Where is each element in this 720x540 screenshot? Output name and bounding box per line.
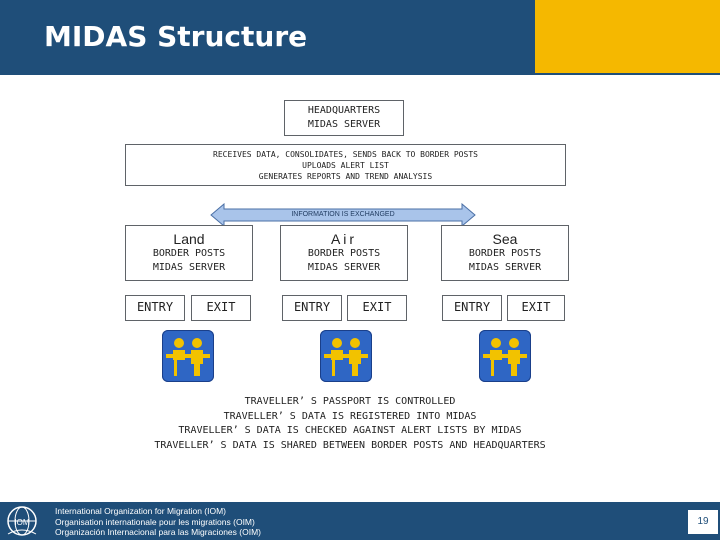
header-rule [0, 73, 720, 75]
post-line: MIDAS SERVER [152, 262, 226, 273]
air-exit-box: EXIT [347, 295, 407, 321]
air-entry-box: ENTRY [282, 295, 342, 321]
land-post-box: Land BORDER POSTS MIDAS SERVER [125, 225, 253, 281]
svg-text:IOM: IOM [14, 518, 29, 527]
footer-bar [0, 502, 720, 540]
exchange-arrow [210, 203, 476, 227]
hq-function-line: RECEIVES DATA, CONSOLIDATES, SENDS BACK … [213, 150, 478, 159]
sea-post-box: Sea BORDER POSTS MIDAS SERVER [441, 225, 569, 281]
border-officer-icon [479, 330, 531, 382]
traveller-step: TRAVELLER’ S DATA IS REGISTERED INTO MID… [223, 410, 477, 422]
headquarters-box: HEADQUARTERS MIDAS SERVER [284, 100, 404, 136]
hq-function-line: GENERATES REPORTS AND TREND ANALYSIS [258, 172, 433, 181]
traveller-step: TRAVELLER’ S DATA IS SHARED BETWEEN BORD… [154, 439, 546, 451]
post-name: Air [330, 231, 358, 247]
post-line: MIDAS SERVER [307, 262, 381, 273]
page-number: 19 [688, 510, 718, 534]
traveller-steps: TRAVELLER’ S PASSPORT IS CONTROLLED TRAV… [100, 395, 600, 453]
post-line: BORDER POSTS [468, 248, 542, 259]
sea-exit-box: EXIT [507, 295, 565, 321]
air-post-box: Air BORDER POSTS MIDAS SERVER [280, 225, 408, 281]
org-name-line: International Organization for Migration… [55, 506, 227, 516]
post-name: Sea [492, 231, 518, 247]
header-bar [0, 0, 535, 73]
hq-line: MIDAS SERVER [307, 119, 381, 130]
org-name-line: Organisation internationale pour les mig… [55, 516, 255, 527]
post-line: BORDER POSTS [307, 248, 381, 259]
border-officer-icon [320, 330, 372, 382]
header-accent [535, 0, 720, 73]
iom-logo: IOM [7, 506, 37, 536]
post-line: BORDER POSTS [152, 248, 226, 259]
exchange-label: INFORMATION IS EXCHANGED [291, 211, 395, 218]
hq-line: HEADQUARTERS [307, 105, 381, 116]
hq-function-line: UPLOADS ALERT LIST [302, 161, 389, 170]
slide-title: MIDAS Structure [44, 20, 308, 53]
border-officer-icon [162, 330, 214, 382]
traveller-step: TRAVELLER’ S DATA IS CHECKED AGAINST ALE… [178, 425, 522, 436]
post-name: Land [173, 231, 205, 247]
land-exit-box: EXIT [191, 295, 251, 321]
land-entry-box: ENTRY [125, 295, 185, 321]
traveller-step: TRAVELLER’ S PASSPORT IS CONTROLLED [244, 396, 456, 407]
post-line: MIDAS SERVER [468, 262, 542, 273]
sea-entry-box: ENTRY [442, 295, 502, 321]
hq-functions-box: RECEIVES DATA, CONSOLIDATES, SENDS BACK … [125, 144, 566, 186]
org-name-line: Organización Internacional para las Migr… [55, 527, 261, 537]
org-name-lines: International Organization for Migration… [55, 506, 261, 538]
